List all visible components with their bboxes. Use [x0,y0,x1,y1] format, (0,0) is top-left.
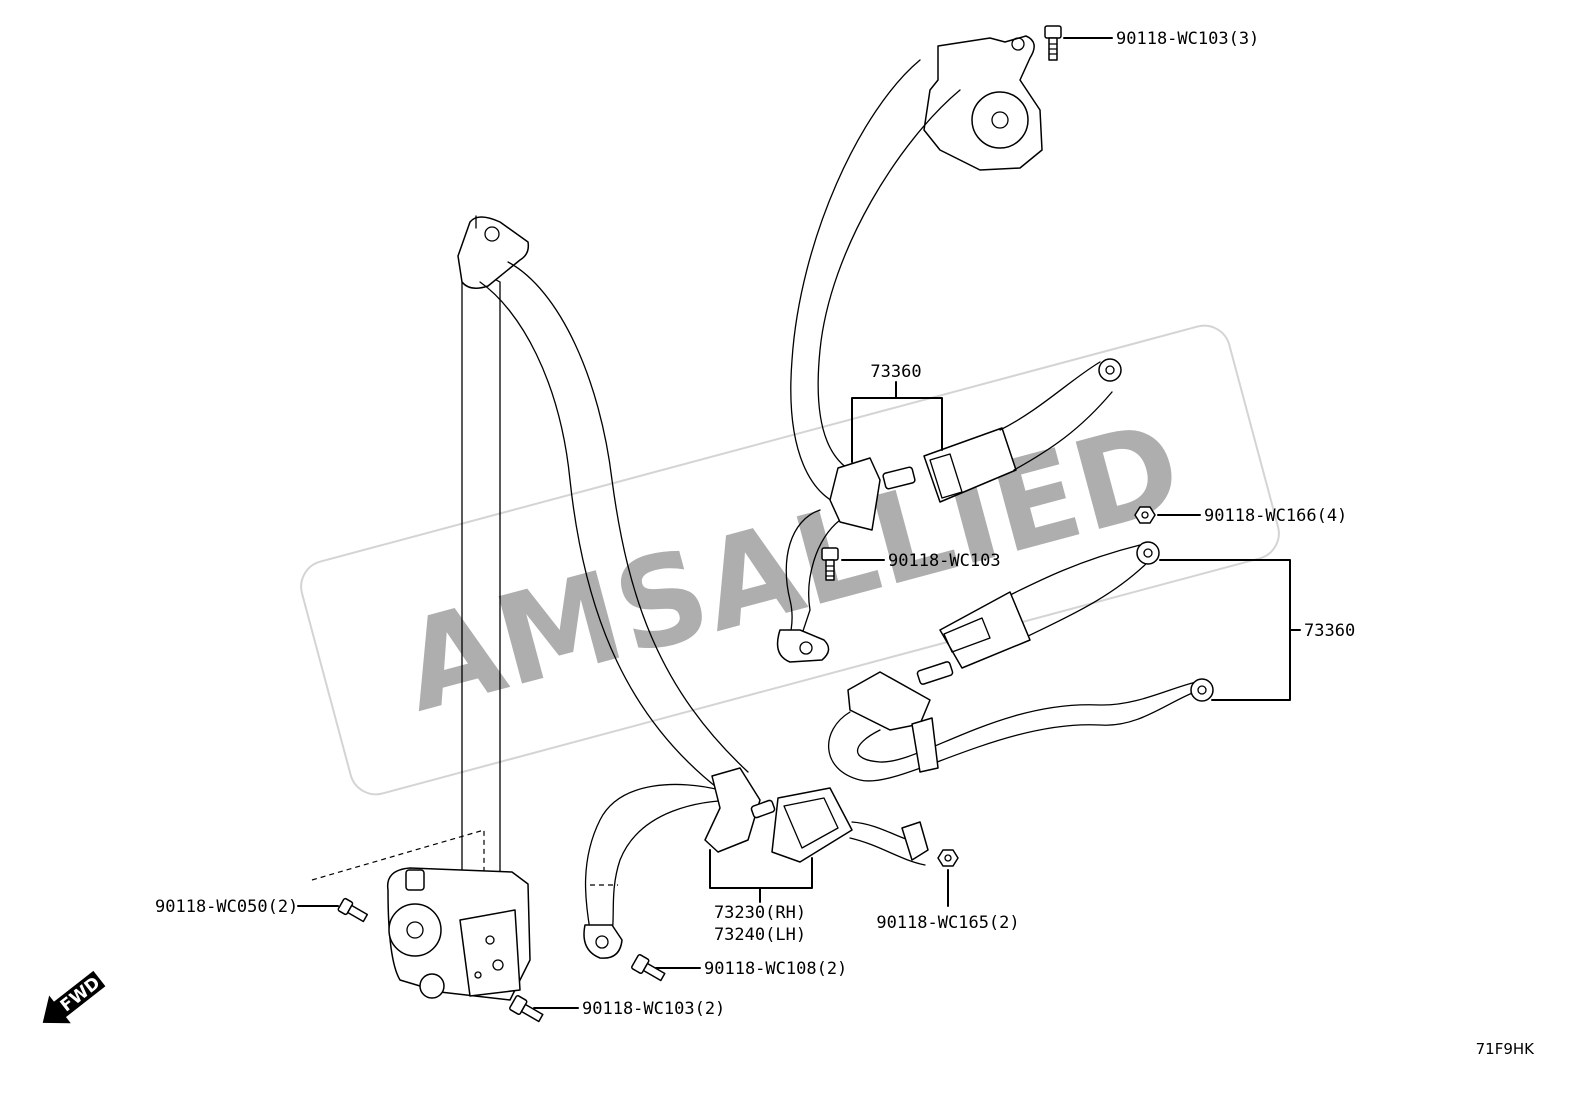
retractor-sensor [419,973,445,999]
bolt-icon [821,547,839,581]
lap-webbing [584,783,741,936]
label-nut-right: 90118-WC166(4) [1204,506,1347,526]
rear-lower-lap-clip [911,717,939,773]
retractor-clip [405,869,425,891]
label-bolt-retractor-upper: 90118-WC050(2) [155,897,298,917]
retractor-spool [388,903,442,957]
label-bolt-mid: 90118-WC103 [888,551,1001,571]
bolt-icon [1044,25,1062,61]
mount-hole-2 [492,959,504,971]
buckle-bracket [901,821,929,861]
watermark: AMSALLIED [300,324,1280,796]
rear-retractor-spool [971,91,1029,149]
rear-upper-buckle-strap [999,361,1113,471]
rear-upper-anchor-hole [799,641,813,655]
rear-lower-buckle [939,591,1031,669]
diagram-code: 71F9HK [1476,1040,1536,1058]
label-front-belt-lh: 73240(LH) [714,925,806,945]
label-bolt-retractor-lower: 90118-WC103(2) [582,999,725,1019]
retractor-mount-plate [459,909,521,997]
rear-upper-anchor-plate [776,629,830,663]
rear-upper-strap-bolt-inner [1105,365,1115,375]
bolt-icon [337,897,369,923]
rear-lower-buckle-strap [999,544,1151,641]
buckle-face [783,797,839,849]
rear-lower-strap-bolt-inner [1143,548,1153,558]
retractor-spool-inner [406,921,424,939]
watermark-frame [300,324,1280,796]
mount-hole-1 [485,935,495,945]
rear-upper-tongue [829,457,881,531]
label-nut-buckle: 90118-WC165(2) [876,913,1019,933]
leader-lines [297,37,1301,1009]
rear-lower-tongue-slot [916,661,954,685]
rear-upper-buckle [923,427,1017,503]
lap-anchor-hole [595,935,609,949]
front-buckle [771,787,853,863]
fwd-arrow-icon: FWD [42,970,106,1024]
bolt-icon [631,954,666,982]
part-labels: 90118-WC103(3) 73360 90118-WC166(4) 9011… [155,29,1355,1019]
upper-anchor-bracket [457,216,530,289]
shoulder-webbing [479,261,749,791]
rear-retractor-anchor-hole [1011,37,1025,51]
rear-lower-lap-webbing [827,679,1206,782]
nut-icon [1134,506,1156,524]
leader-buckle-rear-upper [851,381,943,463]
mount-hole-3 [474,971,482,979]
fasteners [337,25,1156,1023]
label-buckle-rear-upper: 73360 [870,362,921,382]
retractor-dashed-line [311,829,485,890]
rear-retractor-spool-inner [991,111,1009,129]
fwd-arrow-shape [42,970,106,1024]
tongue-plate [704,767,761,853]
rear-upper-tongue-slot [882,466,916,490]
leader-front-belt [709,849,813,903]
front-seat-belt-assembly [311,215,929,1001]
rear-lower-belt-assembly [827,541,1214,782]
watermark-text: AMSALLIED [389,395,1196,740]
rear-upper-belt-assembly [776,35,1122,663]
rear-upper-strap-bolt [1098,358,1122,382]
rear-lower-tongue [847,671,931,731]
rear-lower-anchor-bolt-inner [1197,685,1207,695]
lap-anchor-plate [583,924,623,959]
label-front-belt-rh: 73230(RH) [714,903,806,923]
leader-buckle-rear-lower [1159,559,1301,701]
label-buckle-rear-lower: 73360 [1304,621,1355,641]
nut-icon [937,849,959,867]
rear-upper-webbing [790,59,961,509]
label-bolt-buckle-anchor: 90118-WC108(2) [704,959,847,979]
rear-lower-anchor-bolt [1190,678,1214,702]
rear-upper-buckle-face [929,453,963,499]
bolt-icon [509,995,544,1023]
tongue-slot [750,799,776,819]
label-bolt-top-right: 90118-WC103(3) [1116,29,1259,49]
rear-lower-strap-bolt [1136,541,1160,565]
upper-anchor-hole [484,226,500,242]
rear-lower-buckle-face [943,617,991,653]
